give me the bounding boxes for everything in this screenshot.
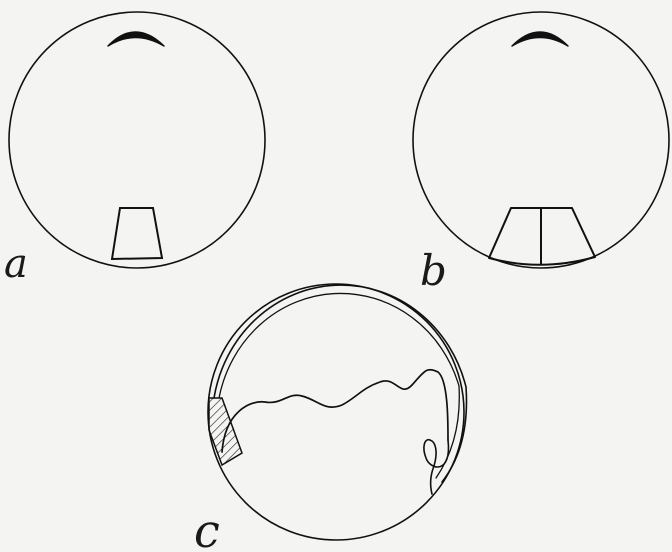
panel-c-wavy-boundary <box>222 370 448 452</box>
panel-a-crescent <box>108 32 164 46</box>
panel-a-trapezoid <box>112 208 162 259</box>
panel-b <box>413 12 669 268</box>
panel-a-circle <box>9 12 265 268</box>
panel-b-crescent <box>512 32 568 46</box>
panel-c-loop <box>424 440 449 494</box>
panel-c-inner-circle <box>208 284 464 540</box>
panel-a <box>9 12 265 268</box>
panel-c-label: c <box>194 508 220 552</box>
panel-b-label: b <box>420 250 447 292</box>
panel-a-label: a <box>4 244 28 284</box>
panel-c <box>208 284 467 540</box>
